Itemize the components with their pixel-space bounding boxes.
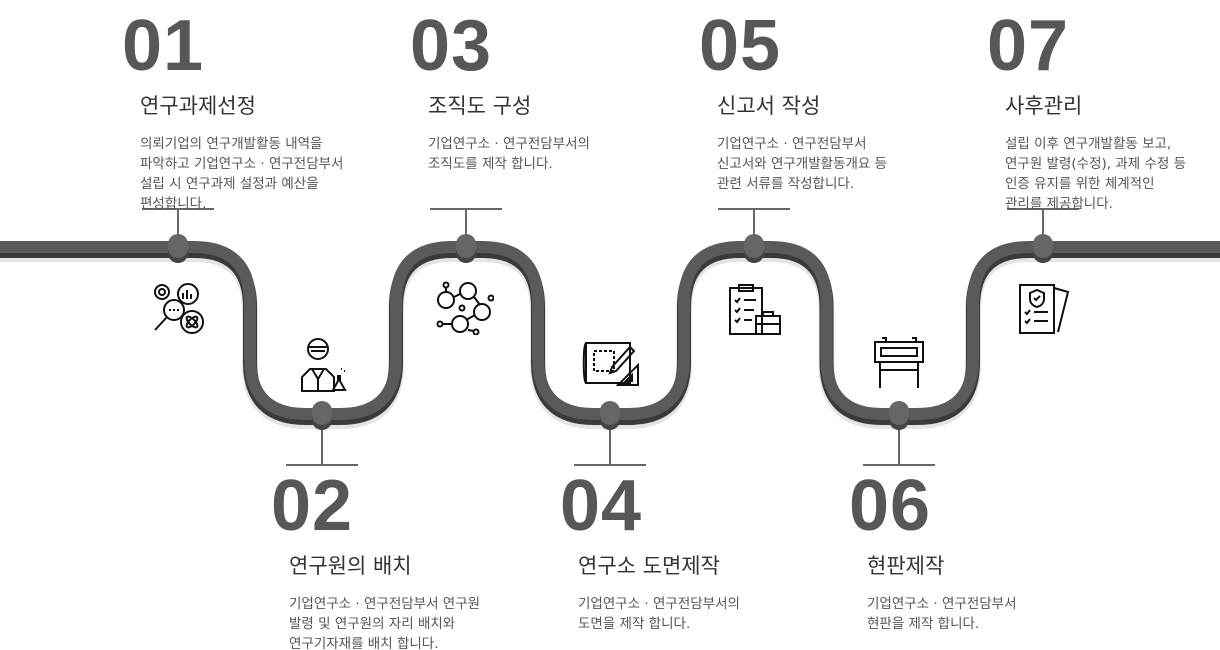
step-1: 01 연구과제선정 의뢰기업의 연구개발활동 내역을 파악하고 기업연구소 · … [122, 6, 344, 214]
blueprint-icon [582, 342, 639, 386]
step-title: 현판제작 [867, 554, 945, 578]
clipboard-briefcase-icon [729, 284, 781, 335]
step-4: 04 연구소 도면제작 기업연구소 · 연구전담부서의 도면을 제작 합니다. [560, 466, 740, 634]
step-number: 01 [122, 6, 205, 86]
step-description: 기업연구소 · 연구전담부서 신고서와 연구개발활동개요 등 관련 서류를 작성… [717, 136, 888, 192]
step-description: 의뢰기업의 연구개발활동 내역을 파악하고 기업연구소 · 연구전담부서 설립 … [140, 136, 344, 212]
step-description: 설립 이후 연구개발활동 보고, 연구원 발령(수정), 과제 수정 등 인증 … [1005, 136, 1187, 212]
node-marker [1033, 234, 1053, 258]
node-marker [168, 234, 188, 258]
step-title: 신고서 작성 [717, 94, 821, 118]
research-analysis-icon [154, 283, 204, 334]
step-6: 06 현판제작 기업연구소 · 연구전담부서 현판을 제작 합니다. [849, 466, 1017, 634]
signboard-icon [874, 337, 924, 388]
node-marker [312, 401, 332, 425]
scientist-icon [301, 338, 347, 392]
step-description: 기업연구소 · 연구전담부서 현판을 제작 합니다. [867, 596, 1017, 632]
certified-document-icon [1019, 284, 1070, 334]
node-marker [600, 401, 620, 425]
step-description: 기업연구소 · 연구전담부서의 도면을 제작 합니다. [578, 596, 740, 632]
step-number: 05 [699, 6, 782, 86]
step-title: 연구소 도면제작 [578, 554, 720, 578]
step-3: 03 조직도 구성 기업연구소 · 연구전담부서의 조직도를 제작 합니다. [410, 6, 590, 174]
step-2: 02 연구원의 배치 기업연구소 · 연구전담부서 연구원 발령 및 연구원의 … [271, 466, 481, 650]
step-description: 기업연구소 · 연구전담부서 연구원 발령 및 연구원의 자리 배치와 연구기자… [289, 596, 481, 650]
step-number: 02 [271, 466, 354, 546]
step-title: 연구과제선정 [140, 94, 256, 118]
step-5: 05 신고서 작성 기업연구소 · 연구전담부서 신고서와 연구개발활동개요 등… [699, 6, 888, 194]
step-number: 03 [410, 6, 493, 86]
node-marker [456, 234, 476, 258]
step-title: 사후관리 [1005, 94, 1083, 118]
node-marker [744, 234, 764, 258]
step-description: 기업연구소 · 연구전담부서의 조직도를 제작 합니다. [428, 136, 590, 172]
step-title: 조직도 구성 [428, 94, 532, 118]
step-number: 07 [987, 6, 1070, 86]
step-title: 연구원의 배치 [289, 554, 412, 578]
node-marker [889, 401, 909, 425]
step-7: 07 사후관리 설립 이후 연구개발활동 보고, 연구원 발령(수정), 과제 … [987, 6, 1187, 214]
organization-network-icon [436, 281, 494, 335]
step-number: 06 [849, 466, 932, 546]
step-number: 04 [560, 466, 643, 546]
